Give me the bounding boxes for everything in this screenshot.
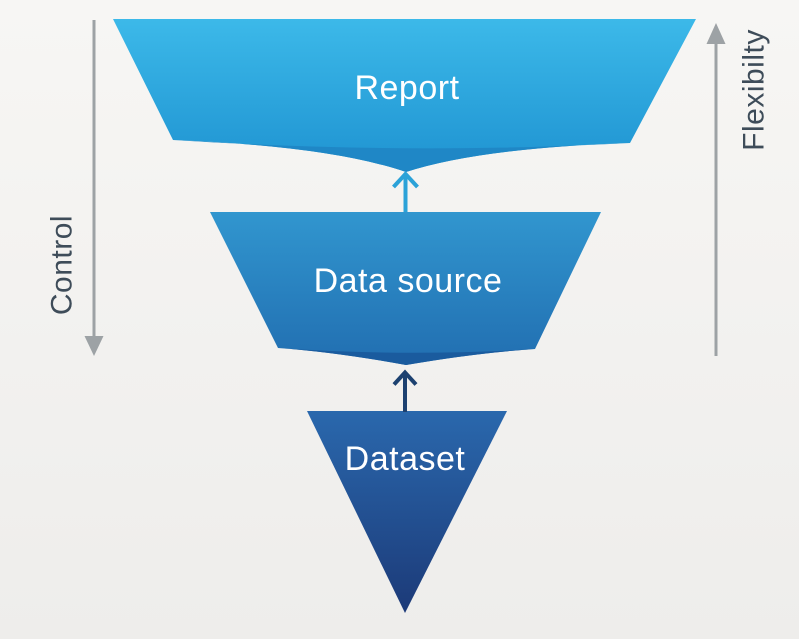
control-axis-arrowhead-down-icon bbox=[84, 336, 104, 356]
funnel-layer-report bbox=[113, 19, 696, 172]
funnel-layer-data-source-lip bbox=[278, 348, 535, 365]
layer-label-data-source: Data source bbox=[314, 262, 503, 300]
funnel-layer-dataset bbox=[307, 411, 507, 613]
control-axis-label: Control bbox=[46, 215, 79, 315]
up-arrow-icon-dataset-to-datasource bbox=[392, 369, 418, 412]
flexibility-axis-arrowhead-up-icon bbox=[706, 23, 726, 44]
layer-label-report: Report bbox=[354, 69, 459, 107]
funnel-layer-data-source bbox=[210, 212, 601, 365]
funnel-layer-report-lip bbox=[173, 140, 630, 172]
up-arrow-icon-datasource-to-report bbox=[392, 171, 419, 212]
layer-label-dataset: Dataset bbox=[345, 440, 466, 478]
flexibility-axis-label: Flexibilty bbox=[738, 29, 771, 151]
